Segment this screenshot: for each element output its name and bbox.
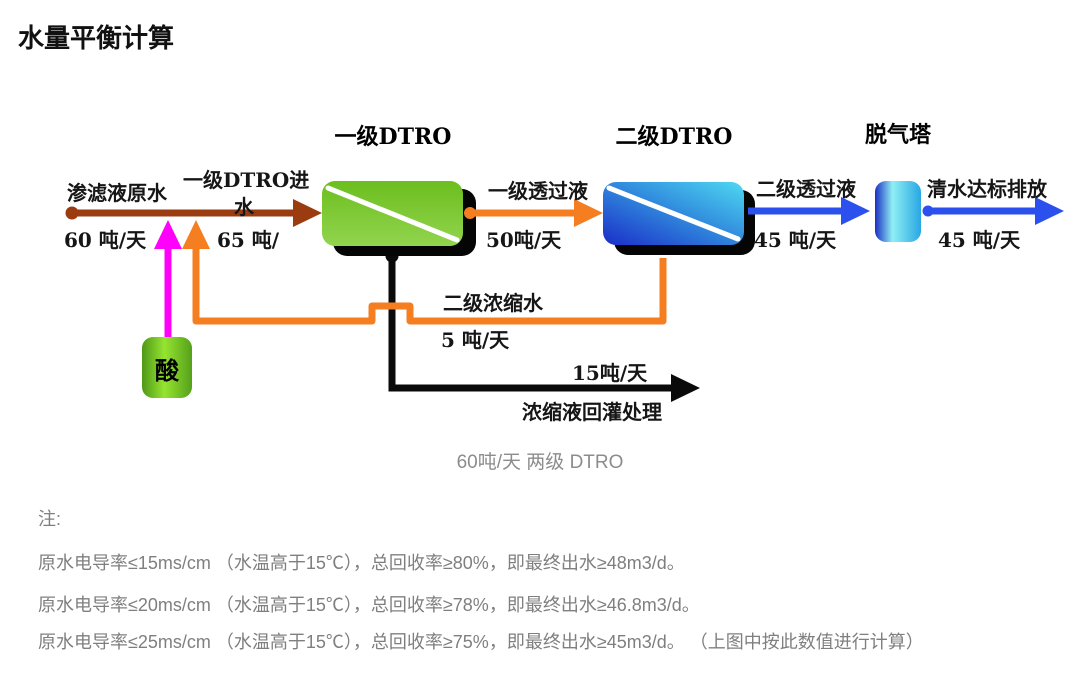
note-line-3: 原水电导率≤25ms/cm （水温高于15℃），总回收率≥75%，即最终出水≥4…	[38, 632, 924, 652]
feed1-label-line2: 水	[234, 195, 254, 219]
permeate2-flowrate: 45 吨/天	[754, 228, 837, 252]
acid-tank	[142, 337, 192, 398]
raw-water-label: 渗滤液原水	[67, 181, 167, 205]
degasser-title: 脱气塔	[864, 122, 931, 148]
dtro1-title: 一级DTRO	[334, 124, 452, 150]
concentrate2-flowrate: 5 吨/天	[441, 328, 510, 352]
concentrate2-label: 二级浓缩水	[443, 291, 543, 315]
concentrate1-flowrate: 15吨/天	[572, 361, 648, 385]
concentrate2-recycle-arrow	[182, 220, 667, 325]
permeate2-label: 二级透过液	[756, 177, 856, 201]
permeate1-label: 一级透过液	[488, 179, 588, 203]
note-line-1: 原水电导率≤15ms/cm （水温高于15℃），总回收率≥80%，即最终出水≥4…	[38, 553, 685, 573]
dtro2-box	[603, 182, 755, 255]
page-title: 水量平衡计算	[18, 23, 175, 53]
degasser-tower	[875, 181, 921, 242]
discharge-arrow	[922, 197, 1064, 225]
dtro1-box	[322, 181, 476, 256]
notes-heading: 注:	[38, 509, 62, 529]
discharge-label: 清水达标排放	[927, 177, 1047, 201]
permeate1-arrow	[464, 199, 603, 227]
concentrate1-label: 浓缩液回灌处理	[522, 400, 662, 424]
note-line-2: 原水电导率≤20ms/cm （水温高于15℃），总回收率≥78%，即最终出水≥4…	[38, 595, 700, 615]
feed1-label-line1: 一级DTRO进	[183, 168, 310, 192]
raw-water-flowrate: 60 吨/天	[64, 228, 147, 252]
feed1-flowrate: 65 吨/	[217, 228, 280, 252]
raw-water-arrow	[65, 199, 322, 227]
acid-tank-label: 酸	[155, 356, 179, 385]
discharge-flowrate: 45 吨/天	[938, 228, 1021, 252]
permeate1-flowrate: 50吨/天	[486, 228, 562, 252]
dtro2-title: 二级DTRO	[615, 124, 733, 150]
diagram-caption: 60吨/天 两级 DTRO	[456, 452, 624, 473]
